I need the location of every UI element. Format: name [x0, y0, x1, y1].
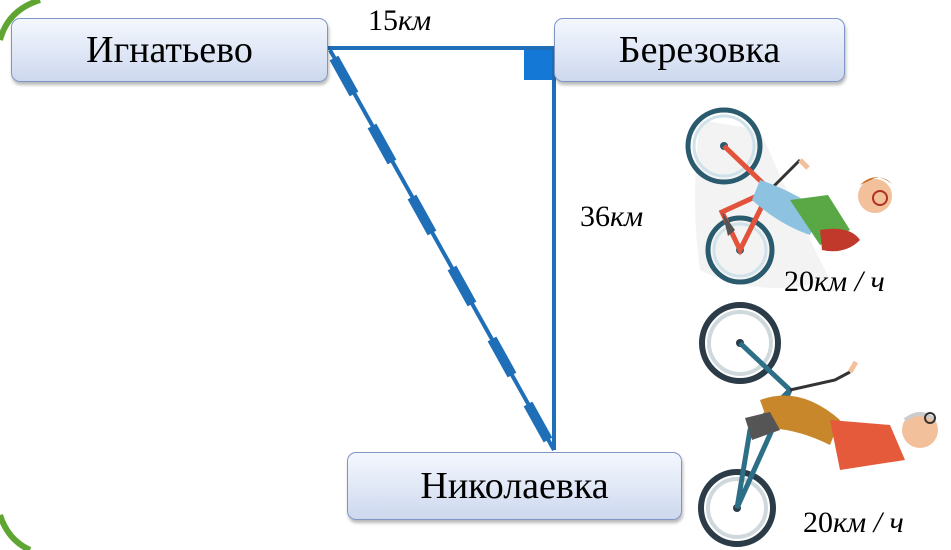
- speed-boy-unit: км / ч: [814, 265, 885, 298]
- distance-top-label: 15км: [368, 4, 431, 38]
- village-ignatyevo-label: Игнатьево: [86, 29, 253, 71]
- distance-right-unit: км: [610, 200, 644, 233]
- man-cyclist-icon: [698, 302, 938, 547]
- hypotenuse-dashes: [329, 55, 553, 443]
- boy-cyclist-icon: [685, 107, 892, 288]
- speed-man-value: 20: [803, 506, 833, 539]
- village-ignatyevo: Игнатьево: [11, 18, 328, 82]
- distance-right-value: 36: [580, 200, 610, 233]
- village-berezovka-label: Березовка: [618, 29, 781, 71]
- side-hypotenuse: [328, 49, 556, 451]
- frame-arc-top-left: [0, 0, 41, 41]
- speed-man-unit: км / ч: [833, 506, 904, 539]
- speed-boy-value: 20: [784, 265, 814, 298]
- right-angle-marker: [524, 50, 552, 80]
- speed-man-label: 20км / ч: [803, 506, 904, 540]
- village-berezovka: Березовка: [554, 18, 845, 82]
- distance-top-value: 15: [368, 4, 398, 37]
- village-nikolaevka: Николаевка: [347, 452, 682, 520]
- village-nikolaevka-label: Николаевка: [420, 465, 609, 507]
- speed-boy-label: 20км / ч: [784, 265, 885, 299]
- frame-arc-bottom-left: [0, 514, 32, 550]
- distance-right-label: 36км: [580, 200, 643, 234]
- distance-top-unit: км: [398, 4, 432, 37]
